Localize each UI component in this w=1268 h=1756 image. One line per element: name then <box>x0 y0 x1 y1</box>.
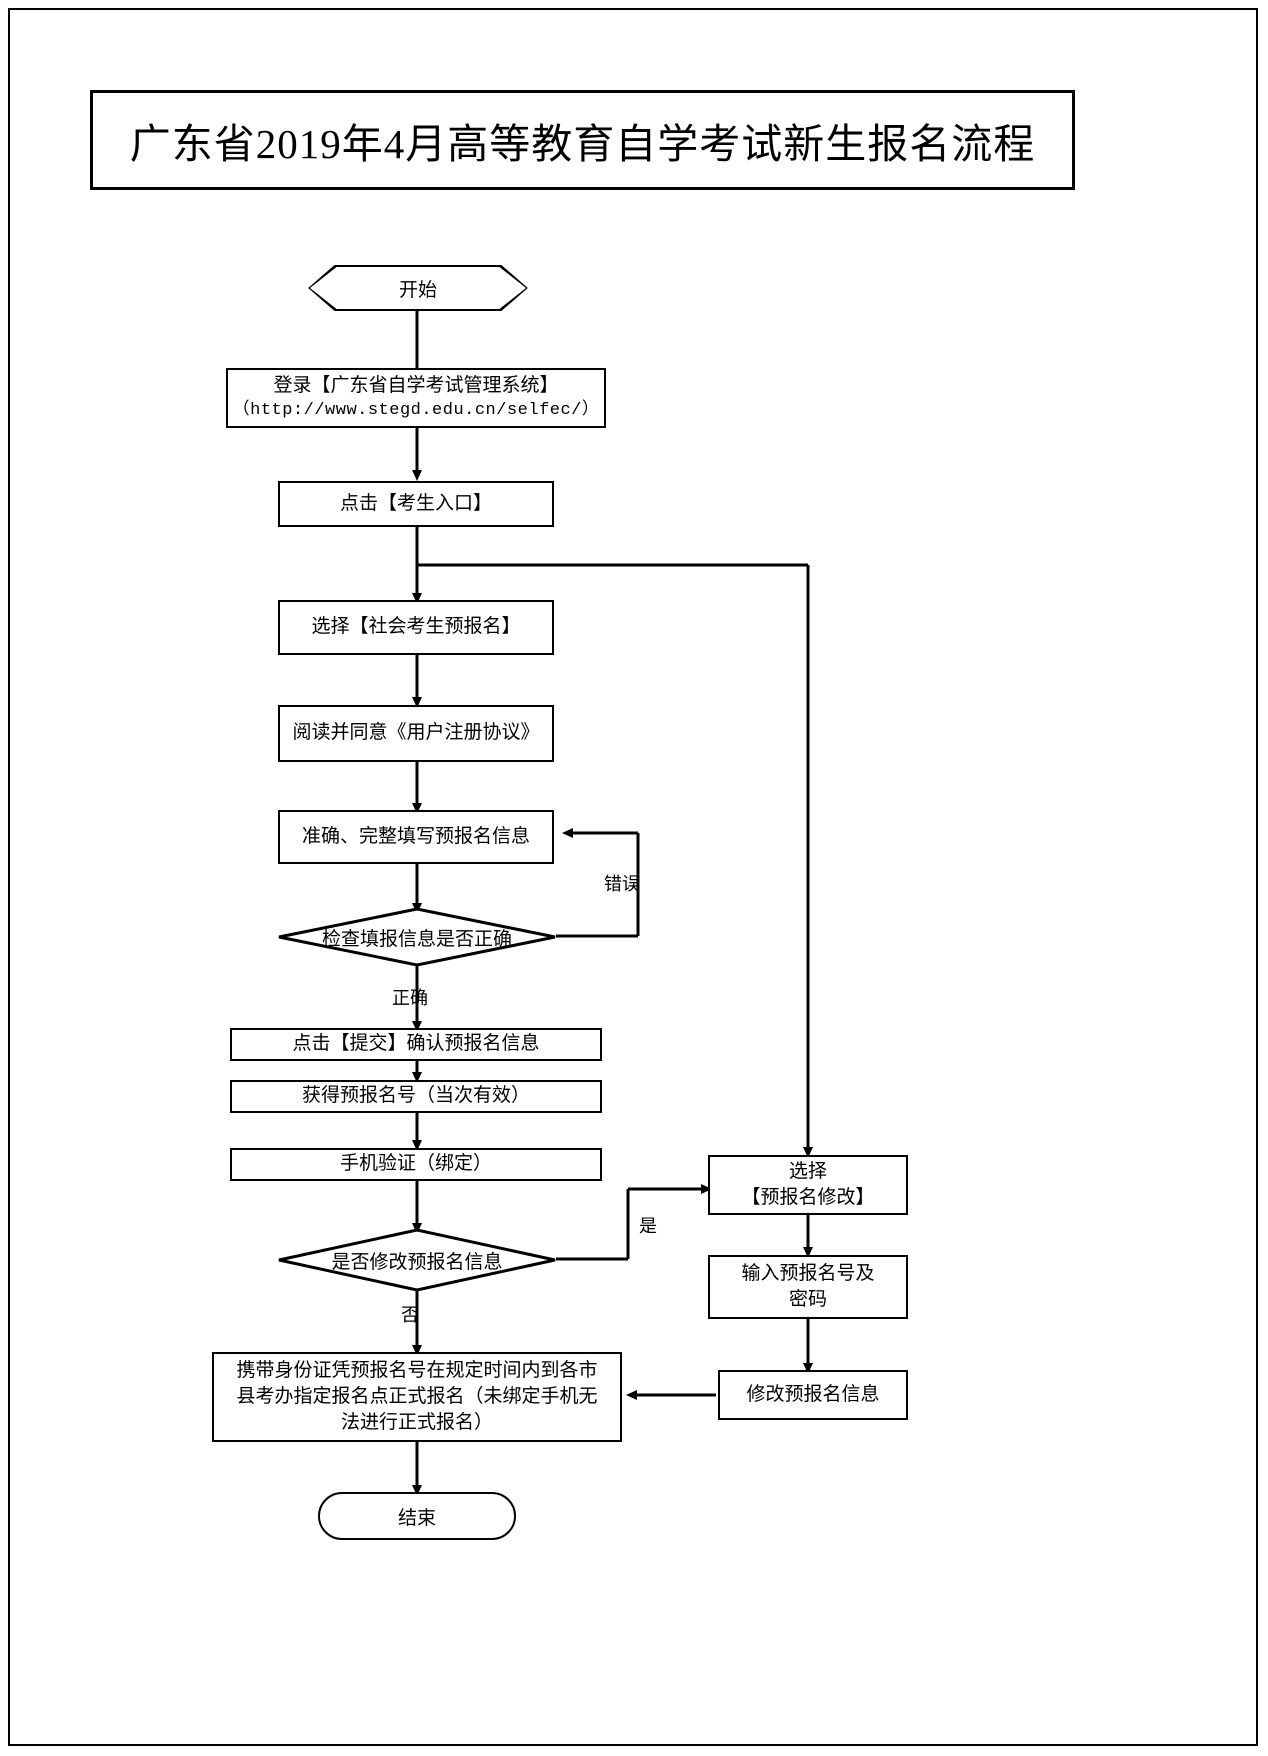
check-decision-label: 检查填报信息是否正确 <box>321 928 512 950</box>
node-read-agreement[interactable]: 阅读并同意《用户注册协议》 <box>278 705 554 762</box>
input-credentials-line2: 密码 <box>788 1289 827 1310</box>
node-do-modify[interactable]: 修改预报名信息 <box>718 1370 908 1420</box>
select-modify-line1: 选择 <box>788 1160 827 1182</box>
login-url: （http://www.stegd.edu.cn/selfec/） <box>232 401 600 421</box>
title-banner: 广东省2019年4月高等教育自学考试新生报名流程 <box>90 90 1075 190</box>
node-input-credentials[interactable]: 输入预报名号及 密码 <box>708 1255 908 1319</box>
edge-label-no: 否 <box>399 1305 419 1323</box>
edge-label-yes: 是 <box>637 1216 657 1234</box>
final-registration-line3: 法进行正式报名） <box>340 1412 493 1434</box>
read-agreement-label: 阅读并同意《用户注册协议》 <box>292 722 540 744</box>
node-phone-verification[interactable]: 手机验证（绑定） <box>230 1148 602 1181</box>
node-check-decision[interactable]: 检查填报信息是否正确 <box>278 908 556 966</box>
end-label: 结束 <box>397 1507 436 1529</box>
node-get-pre-registration-number[interactable]: 获得预报名号（当次有效） <box>230 1080 602 1113</box>
node-modify-decision[interactable]: 是否修改预报名信息 <box>278 1229 556 1291</box>
start-fill <box>310 267 526 309</box>
modify-decision-label: 是否修改预报名信息 <box>331 1251 503 1273</box>
phone-verification-label: 手机验证（绑定） <box>339 1153 492 1175</box>
final-registration-line1: 携带身份证凭预报名号在规定时间内到各市 <box>236 1359 598 1381</box>
node-login[interactable]: 登录【广东省自学考试管理系统】 （http://www.stegd.edu.cn… <box>226 368 606 428</box>
get-number-label: 获得预报名号（当次有效） <box>301 1085 530 1107</box>
login-line1: 登录【广东省自学考试管理系统】 <box>273 375 559 397</box>
final-registration-line2: 县考办指定报名点正式报名（未绑定手机无 <box>236 1385 598 1407</box>
node-select-pre-registration[interactable]: 选择【社会考生预报名】 <box>278 600 554 655</box>
node-submit-confirm[interactable]: 点击【提交】确认预报名信息 <box>230 1028 602 1061</box>
submit-confirm-label: 点击【提交】确认预报名信息 <box>292 1033 540 1055</box>
input-credentials-line1: 输入预报名号及 <box>741 1262 875 1284</box>
select-pre-registration-label: 选择【社会考生预报名】 <box>311 616 521 638</box>
candidate-entry-label: 点击【考生入口】 <box>339 492 492 514</box>
node-end[interactable]: 结束 <box>318 1492 516 1540</box>
node-select-modify[interactable]: 选择 【预报名修改】 <box>708 1155 908 1215</box>
node-final-registration[interactable]: 携带身份证凭预报名号在规定时间内到各市 县考办指定报名点正式报名（未绑定手机无 … <box>212 1352 622 1442</box>
node-start[interactable]: 开始 <box>308 265 528 311</box>
do-modify-label: 修改预报名信息 <box>746 1383 880 1405</box>
node-fill-information[interactable]: 准确、完整填写预报名信息 <box>278 810 554 864</box>
node-candidate-entry[interactable]: 点击【考生入口】 <box>278 481 554 527</box>
page-border <box>8 8 1258 1746</box>
edge-label-error: 错误 <box>604 874 640 894</box>
start-label: 开始 <box>398 279 437 301</box>
edge-label-correct: 正确 <box>392 988 428 1008</box>
fill-information-label: 准确、完整填写预报名信息 <box>301 825 530 847</box>
select-modify-line2: 【预报名修改】 <box>741 1187 875 1208</box>
page-title: 广东省2019年4月高等教育自学考试新生报名流程 <box>129 121 1036 167</box>
